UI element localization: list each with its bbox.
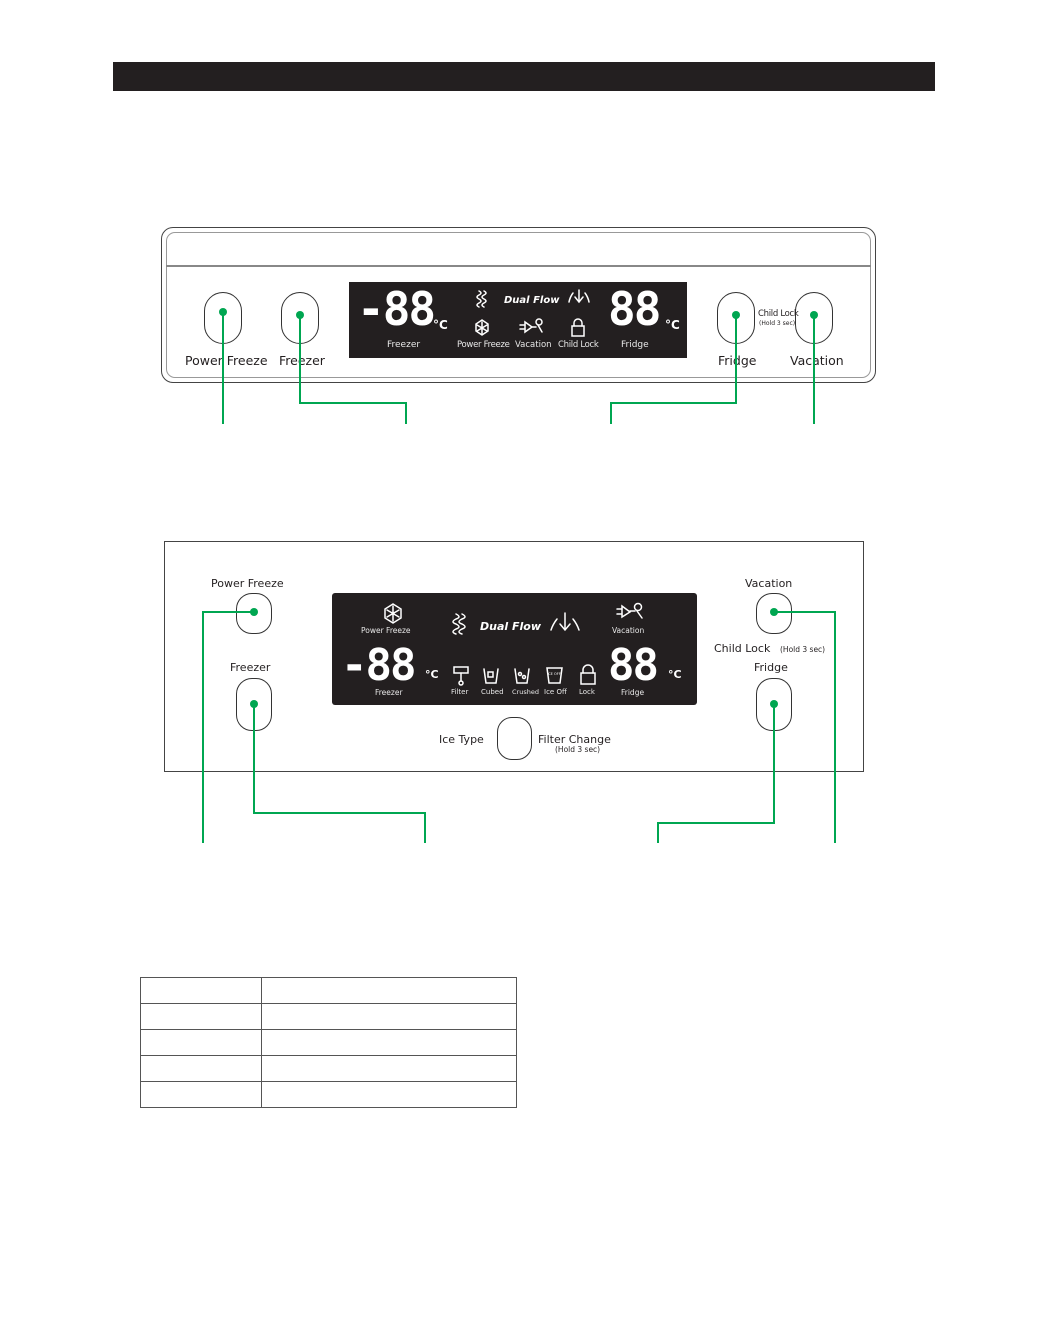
table-row <box>140 1003 517 1030</box>
table-row <box>140 1081 517 1108</box>
lcd-display-a <box>349 282 687 358</box>
table-cell <box>261 1003 517 1030</box>
lcdb-lock-label: Lock <box>579 688 595 696</box>
dual-flow-fridge-icon <box>568 289 590 304</box>
power-freeze-button-b[interactable] <box>236 593 272 634</box>
lcdb-crushed-label: Crushed <box>512 688 539 696</box>
panel-a-inner-edge <box>166 232 871 378</box>
filter-change-hold-label: (Hold 3 sec) <box>555 745 601 754</box>
power-freeze-label: Power Freeze <box>185 353 268 368</box>
dual-flow-freezer-icon <box>476 290 487 308</box>
crushed-ice-icon <box>514 668 530 684</box>
fridge-temp-digits: 88 <box>608 282 661 336</box>
child-lock-hold-label-b: (Hold 3 sec) <box>780 645 826 654</box>
dot-freezer-b <box>250 700 258 708</box>
lcdb-freezer-label: Freezer <box>375 688 403 697</box>
snowflake-icon <box>384 603 402 624</box>
table-cell <box>140 1055 262 1082</box>
filter-change-label: Filter Change <box>538 733 611 746</box>
fridge-label: Fridge <box>718 353 757 368</box>
dual-flow-fridge-icon <box>550 612 580 632</box>
cubed-ice-icon <box>483 668 499 684</box>
child-lock-hold-label: (Hold 3 sec) <box>759 320 796 327</box>
callout-vacation-b <box>774 611 836 843</box>
lcd-child-lock-label: Child Lock <box>558 340 599 350</box>
lcd-power-freeze-label: Power Freeze <box>457 340 510 350</box>
callout-freezer-b <box>253 704 426 843</box>
filter-icon <box>453 666 469 686</box>
dual-flow-label: Dual Flow <box>504 295 560 306</box>
ice-off-icon <box>546 667 563 684</box>
lcd-vacation-label: Vacation <box>515 340 552 350</box>
lcdb-fridge-unit: °C <box>668 668 682 681</box>
table-cell <box>261 977 517 1004</box>
snowflake-icon <box>475 319 489 336</box>
vacation-plug-icon <box>616 602 643 619</box>
panel-a-divider <box>166 265 871 267</box>
callout-freezer <box>299 312 407 424</box>
vacation-label: Vacation <box>790 353 844 368</box>
freezer-temp-digits: -88 <box>357 282 436 336</box>
lcd-freezer-label: Freezer <box>387 340 421 350</box>
lcdb-vacation-label: Vacation <box>612 626 645 635</box>
vacation-label-b: Vacation <box>745 577 793 590</box>
table-cell <box>140 1081 262 1108</box>
freezer-label: Freezer <box>279 353 325 368</box>
power-freeze-label-b: Power Freeze <box>211 577 284 590</box>
lcdb-cubed-label: Cubed <box>481 688 504 696</box>
dot-vacation <box>810 311 818 319</box>
dot-freezer <box>296 311 304 319</box>
table-row <box>140 977 517 1004</box>
table-cell <box>261 1029 517 1056</box>
ice-type-label: Ice Type <box>439 733 484 746</box>
ice-off-icon-text: ICE OFF <box>547 672 561 676</box>
dot-power-freeze-b <box>250 608 258 616</box>
table-row <box>140 1055 517 1082</box>
dot-vacation-b <box>770 608 778 616</box>
lcdb-filter-label: Filter <box>451 688 469 696</box>
table-cell <box>140 1003 262 1030</box>
callout-power-freeze-b <box>202 611 254 843</box>
header-bar <box>113 62 935 91</box>
lcdb-fridge-digits: 88 <box>608 640 659 691</box>
callout-fridge-b <box>657 704 775 843</box>
fridge-label-b: Fridge <box>754 661 788 674</box>
child-lock-label: Child Lock <box>758 309 799 319</box>
lcdb-power-freeze-label: Power Freeze <box>361 626 411 635</box>
table-cell <box>261 1055 517 1082</box>
table-cell <box>261 1081 517 1108</box>
lcdb-freezer-unit: °C <box>425 668 439 681</box>
lcdb-dual-flow-label: Dual Flow <box>480 620 541 633</box>
child-lock-label-b: Child Lock <box>714 642 771 655</box>
callout-fridge <box>610 312 737 424</box>
lcd-fridge-label: Fridge <box>621 340 649 350</box>
dot-power-freeze <box>219 308 227 316</box>
freezer-unit: °C <box>433 318 448 332</box>
lock-icon <box>580 664 596 685</box>
table-cell <box>140 977 262 1004</box>
ice-type-button[interactable] <box>497 717 532 760</box>
dot-fridge <box>732 311 740 319</box>
fridge-unit: °C <box>665 318 680 332</box>
lock-icon <box>571 318 585 337</box>
table-row <box>140 1029 517 1056</box>
empty-table <box>140 977 517 1108</box>
lcdb-ice-off-label: Ice Off <box>544 688 567 696</box>
dot-fridge-b <box>770 700 778 708</box>
lcdb-fridge-label: Fridge <box>621 688 645 697</box>
vacation-plug-icon <box>519 318 543 334</box>
dual-flow-freezer-icon <box>452 613 466 635</box>
lcdb-freezer-digits: -88 <box>341 640 416 691</box>
table-cell <box>140 1029 262 1056</box>
freezer-label-b: Freezer <box>230 661 271 674</box>
